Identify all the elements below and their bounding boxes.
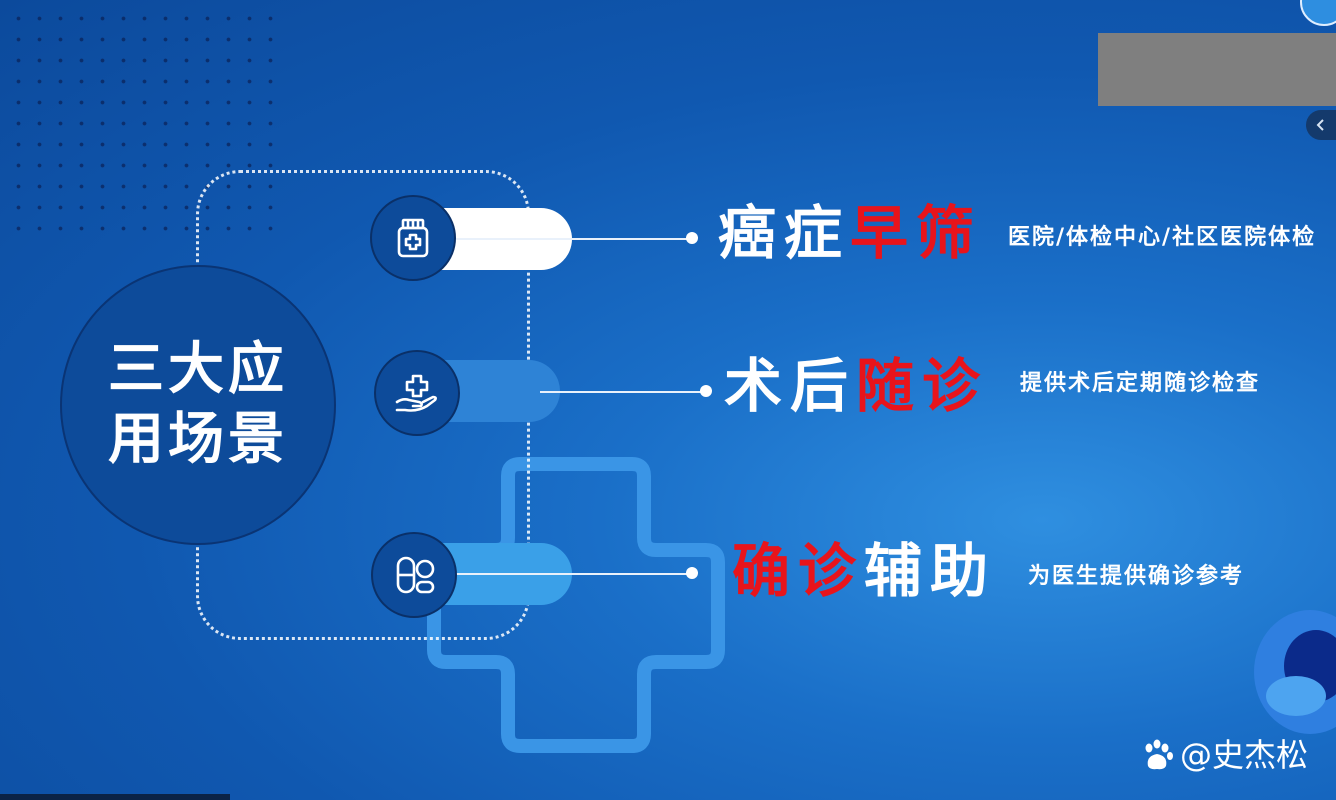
scenario-1-heading: 癌症早筛 <box>718 200 982 266</box>
main-title: 三大应 用场景 <box>93 335 303 475</box>
pills-icon <box>396 556 435 594</box>
watermark-text: @史杰松 <box>1179 736 1308 774</box>
hand-care-plus-icon <box>395 374 437 412</box>
scenario-1-connector <box>448 238 692 240</box>
title-circle: 三大应 用场景 <box>60 265 336 545</box>
scenario-3-heading: 确诊辅助 <box>732 538 996 604</box>
watermark: @史杰松 <box>1140 736 1308 774</box>
scenario-2-icon-circle <box>374 350 460 436</box>
scenario-2-heading-red: 随诊 <box>856 352 989 420</box>
chevron-left-icon <box>1316 119 1324 131</box>
gray-overlay-panel <box>1098 33 1336 106</box>
scenario-2-heading-white: 术后 <box>724 352 857 420</box>
scenario-2-heading: 术后随诊 <box>724 353 988 419</box>
scenario-3-description: 为医生提供确诊参考 <box>1028 564 1245 589</box>
collapse-panel-button[interactable] <box>1306 110 1336 140</box>
scenario-3-connector <box>448 573 692 575</box>
medicine-bottle-icon <box>397 218 429 258</box>
main-title-line-1: 三大应 <box>108 337 288 402</box>
scenario-2-connector <box>540 391 706 393</box>
floating-circle-button[interactable] <box>1300 0 1336 26</box>
scenario-1-heading-white: 癌症 <box>718 199 851 267</box>
paw-logo-icon <box>1145 739 1173 770</box>
decorative-3d-ring-icon <box>1254 610 1336 734</box>
scenario-2-description: 提供术后定期随诊检查 <box>1020 371 1261 396</box>
main-title-line-2: 用场景 <box>108 407 288 472</box>
scenario-1-heading-red: 早筛 <box>850 199 983 267</box>
scenario-2-dot <box>700 385 712 397</box>
scenario-1-icon-circle <box>370 195 456 281</box>
scenario-1-dot <box>686 232 698 244</box>
scenario-3-heading-white: 辅助 <box>864 537 997 605</box>
scenario-3-heading-red: 确诊 <box>732 537 865 605</box>
scenario-3-dot <box>686 567 698 579</box>
scenario-1-description: 医院/体检中心/社区医院体检 <box>1008 225 1317 250</box>
bottom-strip <box>0 794 230 800</box>
scenario-3-icon-circle <box>371 532 457 618</box>
